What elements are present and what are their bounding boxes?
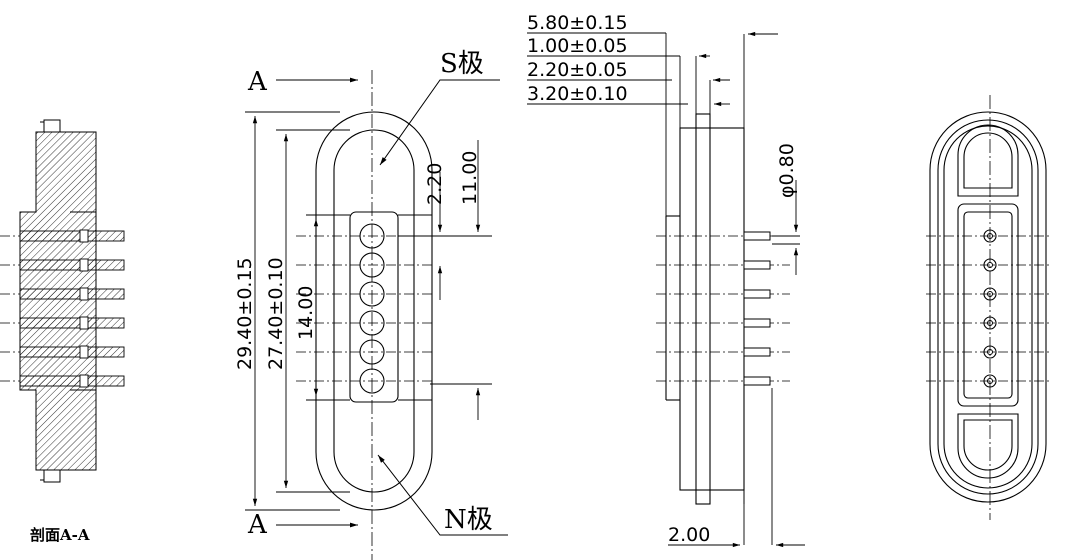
dim-pin-protrusion: 2.00 <box>668 524 710 546</box>
dim-flange-thickness: 1.00±0.05 <box>527 35 628 57</box>
section-view <box>19 119 97 483</box>
side-pin <box>743 260 771 270</box>
section-pin <box>19 317 125 329</box>
section-mark-bottom: A <box>247 510 268 540</box>
section-pin-collar <box>79 374 89 388</box>
dim-total-depth: 5.80±0.15 <box>527 12 628 34</box>
side-pin <box>743 318 771 328</box>
section-pin <box>19 230 125 242</box>
side-pin <box>743 289 771 299</box>
section-pin <box>19 346 125 358</box>
dim-pin-span: 14.00 <box>295 286 317 340</box>
section-pin-collar <box>79 258 89 272</box>
section-pin <box>19 288 125 300</box>
section-pin-collar <box>79 316 89 330</box>
side-pin <box>743 347 771 357</box>
section-caption: 剖面A-A <box>30 526 90 544</box>
section-pin-collar <box>79 287 89 301</box>
side-pins <box>656 231 790 386</box>
section-pin <box>19 259 125 271</box>
dim-inner-length: 27.40±0.10 <box>265 257 287 370</box>
back-pins <box>926 229 1052 388</box>
pole-s-leader <box>379 79 500 166</box>
section-pin <box>19 375 125 387</box>
side-pin <box>743 376 771 386</box>
dim-body-depth: 3.20±0.10 <box>527 83 628 105</box>
dim-overall-length: 29.40±0.15 <box>234 257 256 370</box>
side-view <box>665 113 745 505</box>
pole-n-leader <box>377 454 508 536</box>
pole-s-label: S极 <box>440 49 484 79</box>
section-pin-collar <box>79 345 89 359</box>
section-pin-collar <box>79 229 89 243</box>
front-dimension-lines <box>245 111 492 511</box>
pole-n-label: N极 <box>444 505 493 535</box>
dim-center-distance: 11.00 <box>459 151 481 205</box>
dim-body-offset: 2.20±0.05 <box>527 59 628 81</box>
section-mark-top: A <box>247 67 268 97</box>
section-pins <box>0 229 125 388</box>
side-pin <box>743 231 771 241</box>
back-view <box>929 111 1047 503</box>
dim-pin-diameter: φ0.80 <box>776 143 798 198</box>
dim-pin-offset: 2.20 <box>424 163 446 205</box>
side-dimension-lines <box>527 31 805 548</box>
